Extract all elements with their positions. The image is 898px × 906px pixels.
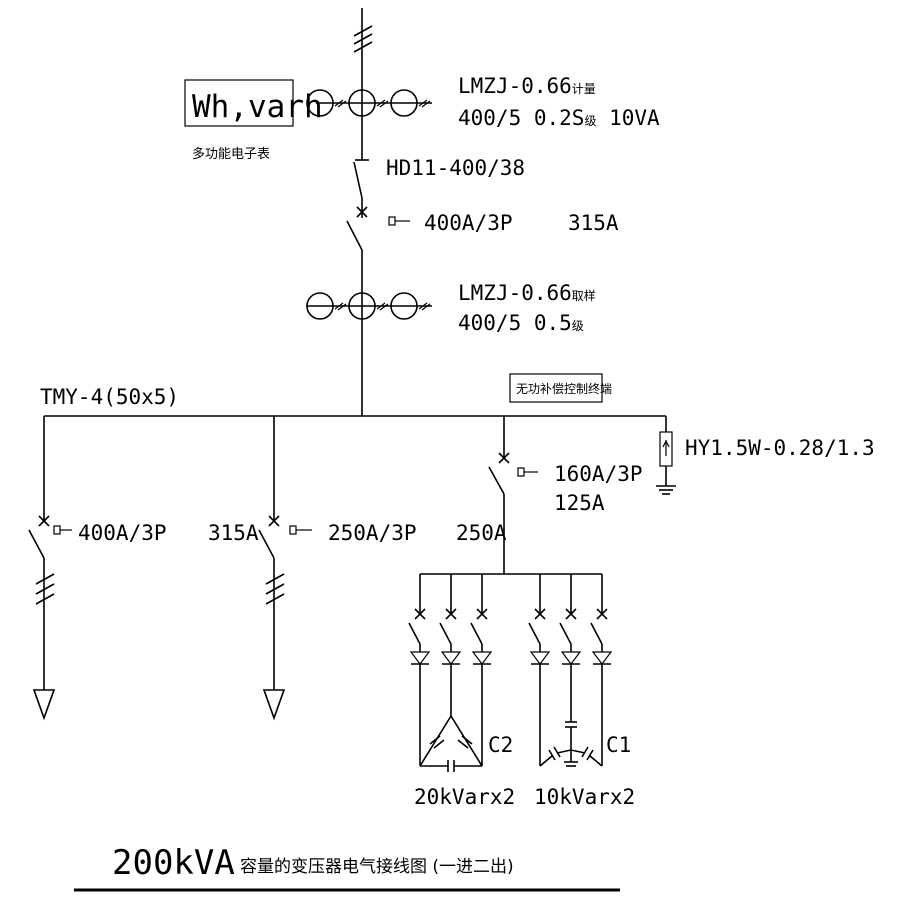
ct-sampling-spec: 400/5 0.5级 — [458, 311, 584, 335]
main-breaker-setting: 315A — [568, 211, 619, 235]
feeder-1-rating: 400A/3P — [78, 521, 167, 545]
feeder-2-rating: 250A/3P — [328, 521, 417, 545]
main-switch-label: HD11-400/38 — [386, 156, 525, 180]
c1-label: C1 — [606, 733, 631, 757]
capacitor-bank-c1 — [539, 721, 603, 767]
meter-caption: 多功能电子表 — [192, 146, 270, 162]
main-disconnect-switch — [353, 159, 369, 212]
meter-box-label: Wh,varh — [192, 89, 323, 125]
main-breaker — [346, 206, 410, 416]
compensation-breaker-setting: 125A — [554, 491, 605, 515]
capacitor-branches — [408, 574, 613, 766]
feeder-1-setting: 315A — [208, 521, 259, 545]
main-breaker-rating: 400A/3P — [424, 211, 513, 235]
feeder-2-setting: 250A — [456, 521, 507, 545]
c1-capacity: 10kVarx2 — [534, 785, 635, 809]
ct-metering-row — [306, 89, 432, 117]
arrester-label: HY1.5W-0.28/1.3 — [685, 436, 875, 460]
incoming-3phase-ticks — [353, 25, 373, 53]
controller-label: 无功补偿控制终端 — [516, 381, 612, 396]
feeder-1 — [28, 416, 72, 721]
compensation-breaker-rating: 160A/3P — [554, 462, 643, 486]
c2-label: C2 — [488, 733, 513, 757]
busbar-label: TMY-4(50x5) — [40, 385, 179, 409]
meter-box — [184, 79, 294, 127]
ct-sampling-model: LMZJ-0.66取样 — [458, 281, 596, 305]
surge-arrester — [656, 416, 676, 495]
controller-box — [509, 373, 603, 403]
c2-capacity: 20kVarx2 — [414, 785, 515, 809]
ct-metering-model: LMZJ-0.66计量 — [458, 74, 596, 98]
capacitor-bank-c2 — [419, 715, 483, 772]
title-text: 容量的变压器电气接线图 (一进二出) — [240, 857, 514, 877]
ct-sampling-row — [306, 292, 432, 320]
title-capacity: 200kVA — [112, 843, 235, 883]
ct-metering-spec: 400/5 0.2S级 10VA — [458, 106, 660, 130]
feeder-2 — [258, 416, 312, 721]
